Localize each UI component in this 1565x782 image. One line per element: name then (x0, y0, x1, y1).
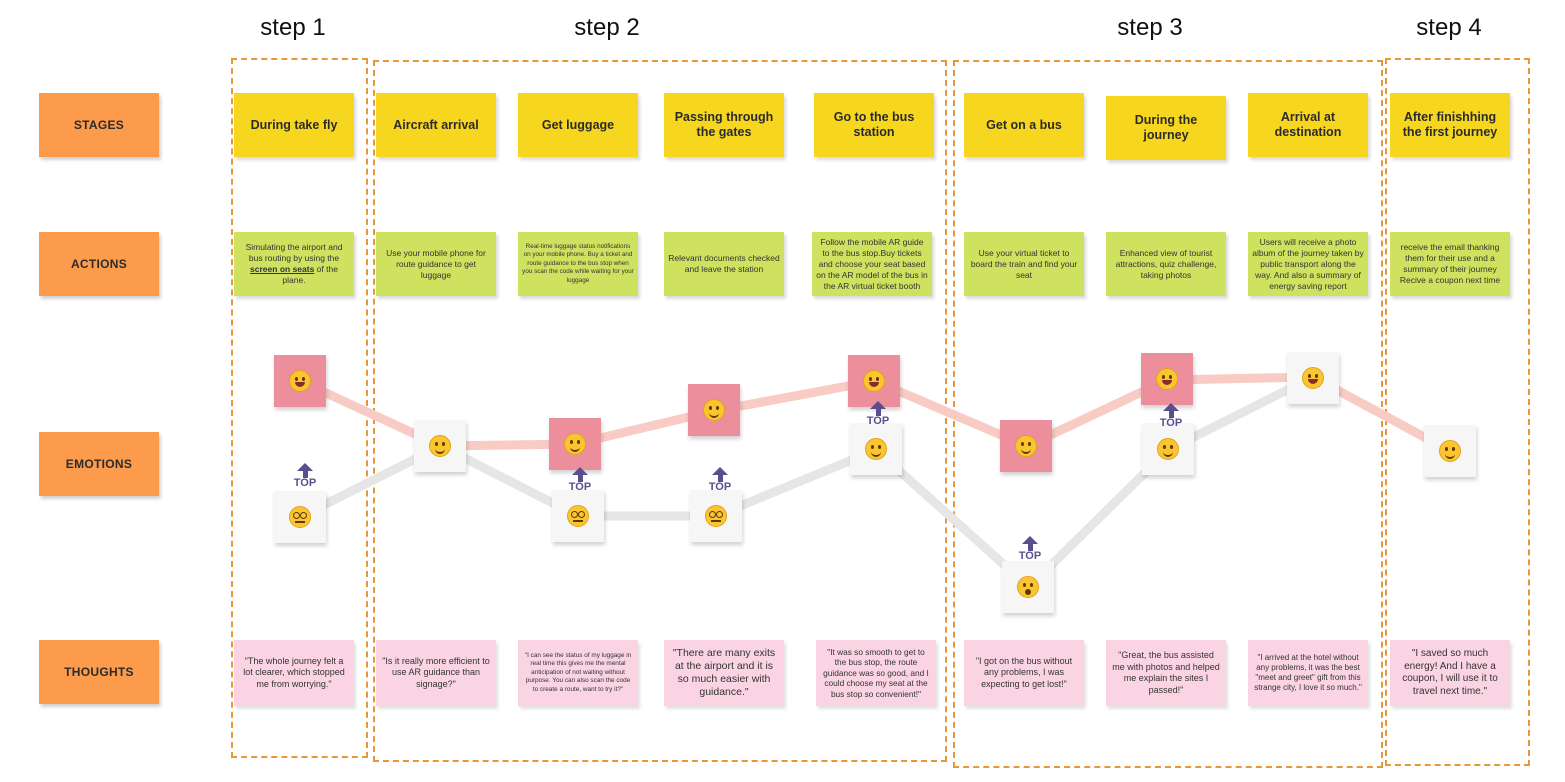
top-marker: TOP (290, 463, 320, 489)
step-3-title: step 3 (1117, 14, 1183, 41)
action-card: receive the email thanking them for thei… (1390, 232, 1510, 296)
top-marker: TOP (705, 467, 735, 493)
action-card: Simulating the airport and bus routing b… (234, 232, 354, 296)
dizzy-face-icon (705, 505, 727, 527)
emotion-card-worst (690, 490, 742, 542)
emotion-card-best (688, 384, 740, 436)
emotion-card-best (848, 355, 900, 407)
top-marker: TOP (1015, 536, 1045, 562)
thought-card: "The whole journey felt a lot clearer, w… (234, 640, 354, 706)
smiling-face-icon (1157, 438, 1179, 460)
thought-card: "I can see the status of my luggage in r… (518, 640, 638, 706)
stage-card: Passing through the gates (664, 93, 784, 157)
top-marker: TOP (863, 401, 893, 427)
emotion-card-best (1000, 420, 1052, 472)
stage-card: Arrival at destination (1248, 93, 1368, 157)
smiling-face-icon (564, 433, 586, 455)
stage-card: Get luggage (518, 93, 638, 157)
stage-card: Get on a bus (964, 93, 1084, 157)
emotion-card-worst (552, 490, 604, 542)
top-marker: TOP (565, 467, 595, 493)
arrow-up-icon (572, 467, 588, 475)
stage-card: Go to the bus station (814, 93, 934, 157)
arrow-up-icon (1022, 536, 1038, 544)
emotion-card-worst (1142, 423, 1194, 475)
action-card: Follow the mobile AR guide to the bus st… (812, 232, 932, 296)
arrow-up-icon (1163, 403, 1179, 411)
emotion-card (1287, 352, 1339, 404)
smiling-face-icon (865, 438, 887, 460)
emotion-card-worst (274, 491, 326, 543)
dizzy-face-icon (289, 506, 311, 528)
smiling-face-icon (1439, 440, 1461, 462)
emotion-card-worst (1002, 561, 1054, 613)
emotion-card-worst (850, 423, 902, 475)
action-card: Relevant documents checked and leave the… (664, 232, 784, 296)
action-card: Real-time luggage status notifications o… (518, 232, 638, 296)
laughing-face-icon (289, 370, 311, 392)
emotion-card (1424, 425, 1476, 477)
laughing-face-icon (1302, 367, 1324, 389)
row-label-stages: STAGES (39, 93, 159, 157)
thought-card: "Is it really more efficient to use AR g… (376, 640, 496, 706)
action-text: Simulating the airport and bus routing b… (245, 242, 343, 285)
thought-card: "Great, the bus assisted me with photos … (1106, 640, 1226, 706)
step-1-title: step 1 (260, 14, 326, 41)
emotion-card-best (274, 355, 326, 407)
thought-card: "I got on the bus without any problems, … (964, 640, 1084, 706)
step-4-title: step 4 (1416, 14, 1482, 41)
row-label-thoughts: THOUGHTS (39, 640, 159, 704)
emotion-card-best (1141, 353, 1193, 405)
shocked-face-icon (1017, 576, 1039, 598)
row-label-emotions: EMOTIONS (39, 432, 159, 496)
smiling-face-icon (1015, 435, 1037, 457)
action-card: Use your virtual ticket to board the tra… (964, 232, 1084, 296)
arrow-up-icon (297, 463, 313, 471)
stage-card: Aircraft arrival (376, 93, 496, 157)
action-card: Use your mobile phone for route guidance… (376, 232, 496, 296)
action-card: Enhanced view of tourist attractions, qu… (1106, 232, 1226, 296)
top-marker: TOP (1156, 403, 1186, 429)
action-card: Users will receive a photo album of the … (1248, 232, 1368, 296)
thought-card: "It was so smooth to get to the bus stop… (816, 640, 936, 706)
dizzy-face-icon (567, 505, 589, 527)
stage-card: During take fly (234, 93, 354, 157)
emotion-card-best (549, 418, 601, 470)
thought-card: "I saved so much energy! And I have a co… (1390, 640, 1510, 706)
arrow-up-icon (870, 401, 886, 409)
thought-card: "There are many exits at the airport and… (664, 640, 784, 706)
row-label-actions: ACTIONS (39, 232, 159, 296)
step-2-title: step 2 (574, 14, 640, 41)
smiling-face-icon (703, 399, 725, 421)
thought-card: "I arrived at the hotel without any prob… (1248, 640, 1368, 706)
stage-card: During the journey (1106, 96, 1226, 160)
emotion-card (414, 420, 466, 472)
laughing-face-icon (863, 370, 885, 392)
arrow-up-icon (712, 467, 728, 475)
stage-card: After finishhing the first journey (1390, 93, 1510, 157)
smiling-face-icon (429, 435, 451, 457)
laughing-face-icon (1156, 368, 1178, 390)
